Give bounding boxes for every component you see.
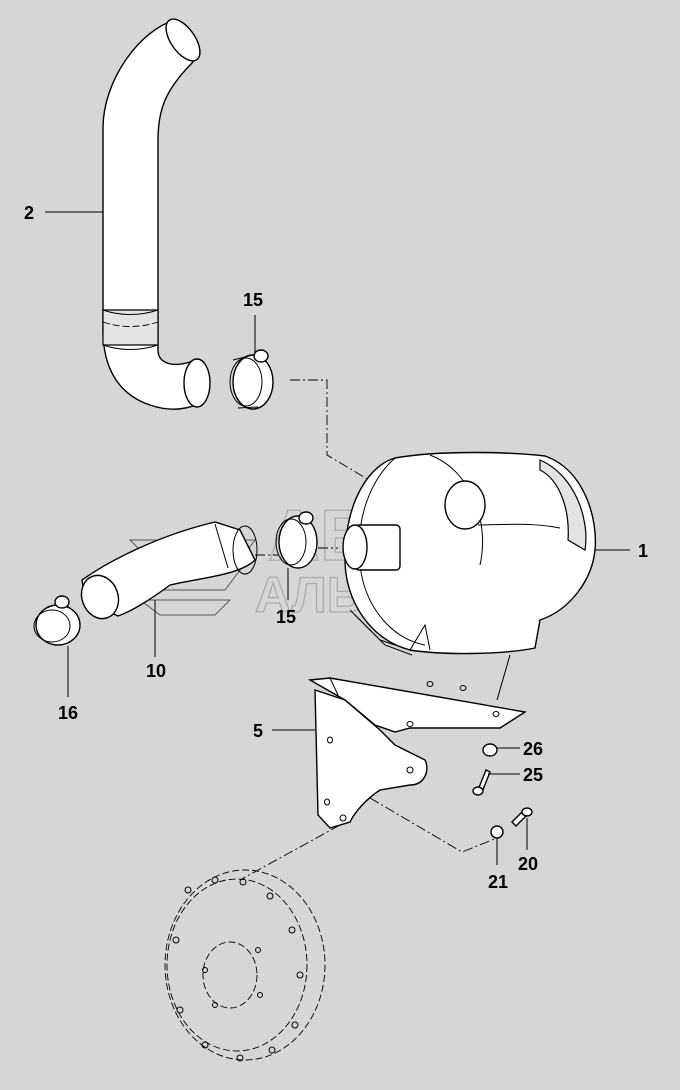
callout-10: 10 [146, 661, 166, 681]
hose-clamp-upper [229, 349, 274, 410]
assembly-line-flywheel [239, 824, 341, 881]
hose-clamp-16 [33, 595, 81, 646]
air-filter-housing [342, 451, 597, 656]
rubber-hose [80, 521, 258, 620]
assembly-line-filter-bracket [496, 654, 511, 701]
hose-clamp-lower [275, 511, 318, 569]
callout-1: 1 [638, 541, 648, 561]
leader-lines [45, 211, 630, 865]
callout-15-lower: 15 [276, 607, 296, 627]
intake-pipe [102, 18, 211, 410]
callout-25: 25 [523, 765, 543, 785]
mounting-bracket [307, 677, 527, 829]
callout-5: 5 [253, 721, 263, 741]
callout-26: 26 [523, 739, 543, 759]
nut-26 [482, 743, 498, 757]
callout-15-upper: 15 [243, 290, 263, 310]
callout-labels: 2 15 1 15 10 16 5 26 25 21 20 [24, 203, 648, 892]
assembly-line-upper [290, 379, 471, 541]
callout-2: 2 [24, 203, 34, 223]
callout-21: 21 [488, 872, 508, 892]
nut-21 [490, 825, 504, 839]
bolt-20 [511, 807, 533, 827]
flywheel-housing-phantom [164, 869, 326, 1062]
bolt-25 [472, 769, 491, 796]
assembly-line-bracket-nut [369, 797, 498, 853]
callout-16: 16 [58, 703, 78, 723]
callout-20: 20 [518, 854, 538, 874]
